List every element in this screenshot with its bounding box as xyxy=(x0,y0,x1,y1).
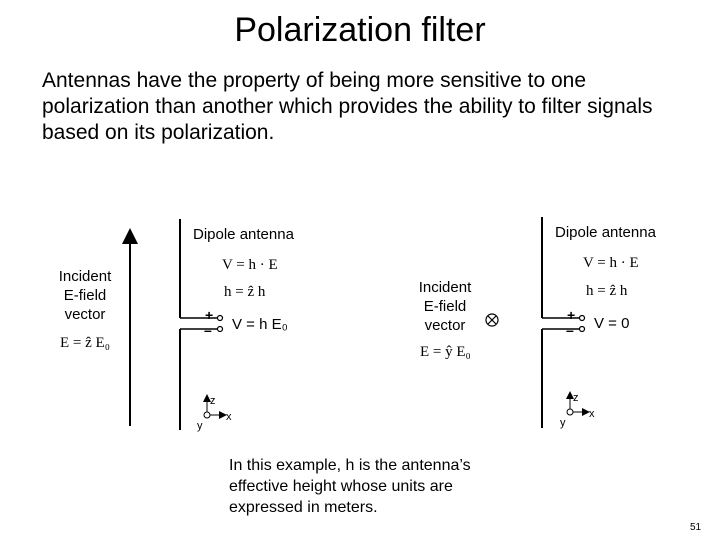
terminal-plus xyxy=(216,314,224,322)
axis-y-out-icon xyxy=(566,408,574,416)
axis-x-label: x xyxy=(589,408,595,420)
slide-title: Polarization filter xyxy=(234,11,486,49)
voltage-equation: V = h · E xyxy=(222,257,278,273)
plus-sign: + xyxy=(567,307,575,323)
axis-z-label: z xyxy=(210,395,216,407)
voltage-equation: V = h · E xyxy=(583,255,639,271)
axis-y-label: y xyxy=(560,417,566,429)
plus-sign: + xyxy=(205,307,213,323)
incident-label-line: vector xyxy=(65,306,106,323)
incident-label-line: Incident xyxy=(419,279,472,296)
antenna-label: Dipole antenna xyxy=(193,226,295,243)
incident-equation: E = ŷ E₀ xyxy=(420,344,471,360)
height-equation: h = ẑ h xyxy=(586,283,628,299)
body-text: Antennas have the property of being more… xyxy=(42,69,653,144)
axis-y-out-icon xyxy=(203,411,211,419)
slide-number: 51 xyxy=(690,522,702,533)
axis-x-label: x xyxy=(226,411,232,423)
incident-label-line: vector xyxy=(425,317,466,334)
incident-label-line: E-field xyxy=(64,287,107,304)
terminal-minus xyxy=(216,325,224,333)
height-equation: h = ẑ h xyxy=(224,284,266,300)
field-into-page-icon xyxy=(485,313,499,327)
terminal-minus xyxy=(578,325,586,333)
terminal-plus xyxy=(578,314,586,322)
axis-y-label: y xyxy=(197,420,203,432)
incident-label-line: Incident xyxy=(59,268,112,285)
axis-z-label: z xyxy=(573,392,579,404)
minus-sign: – xyxy=(204,322,212,338)
antenna-label: Dipole antenna xyxy=(555,224,657,241)
output-voltage: V = h E₀ xyxy=(232,316,288,333)
incident-label-line: E-field xyxy=(424,298,467,315)
output-voltage: V = 0 xyxy=(594,315,629,332)
minus-sign: – xyxy=(566,322,574,338)
incident-equation: E = ẑ E₀ xyxy=(60,335,110,351)
explanatory-note: In this example, h is the antenna’s effe… xyxy=(229,457,471,516)
